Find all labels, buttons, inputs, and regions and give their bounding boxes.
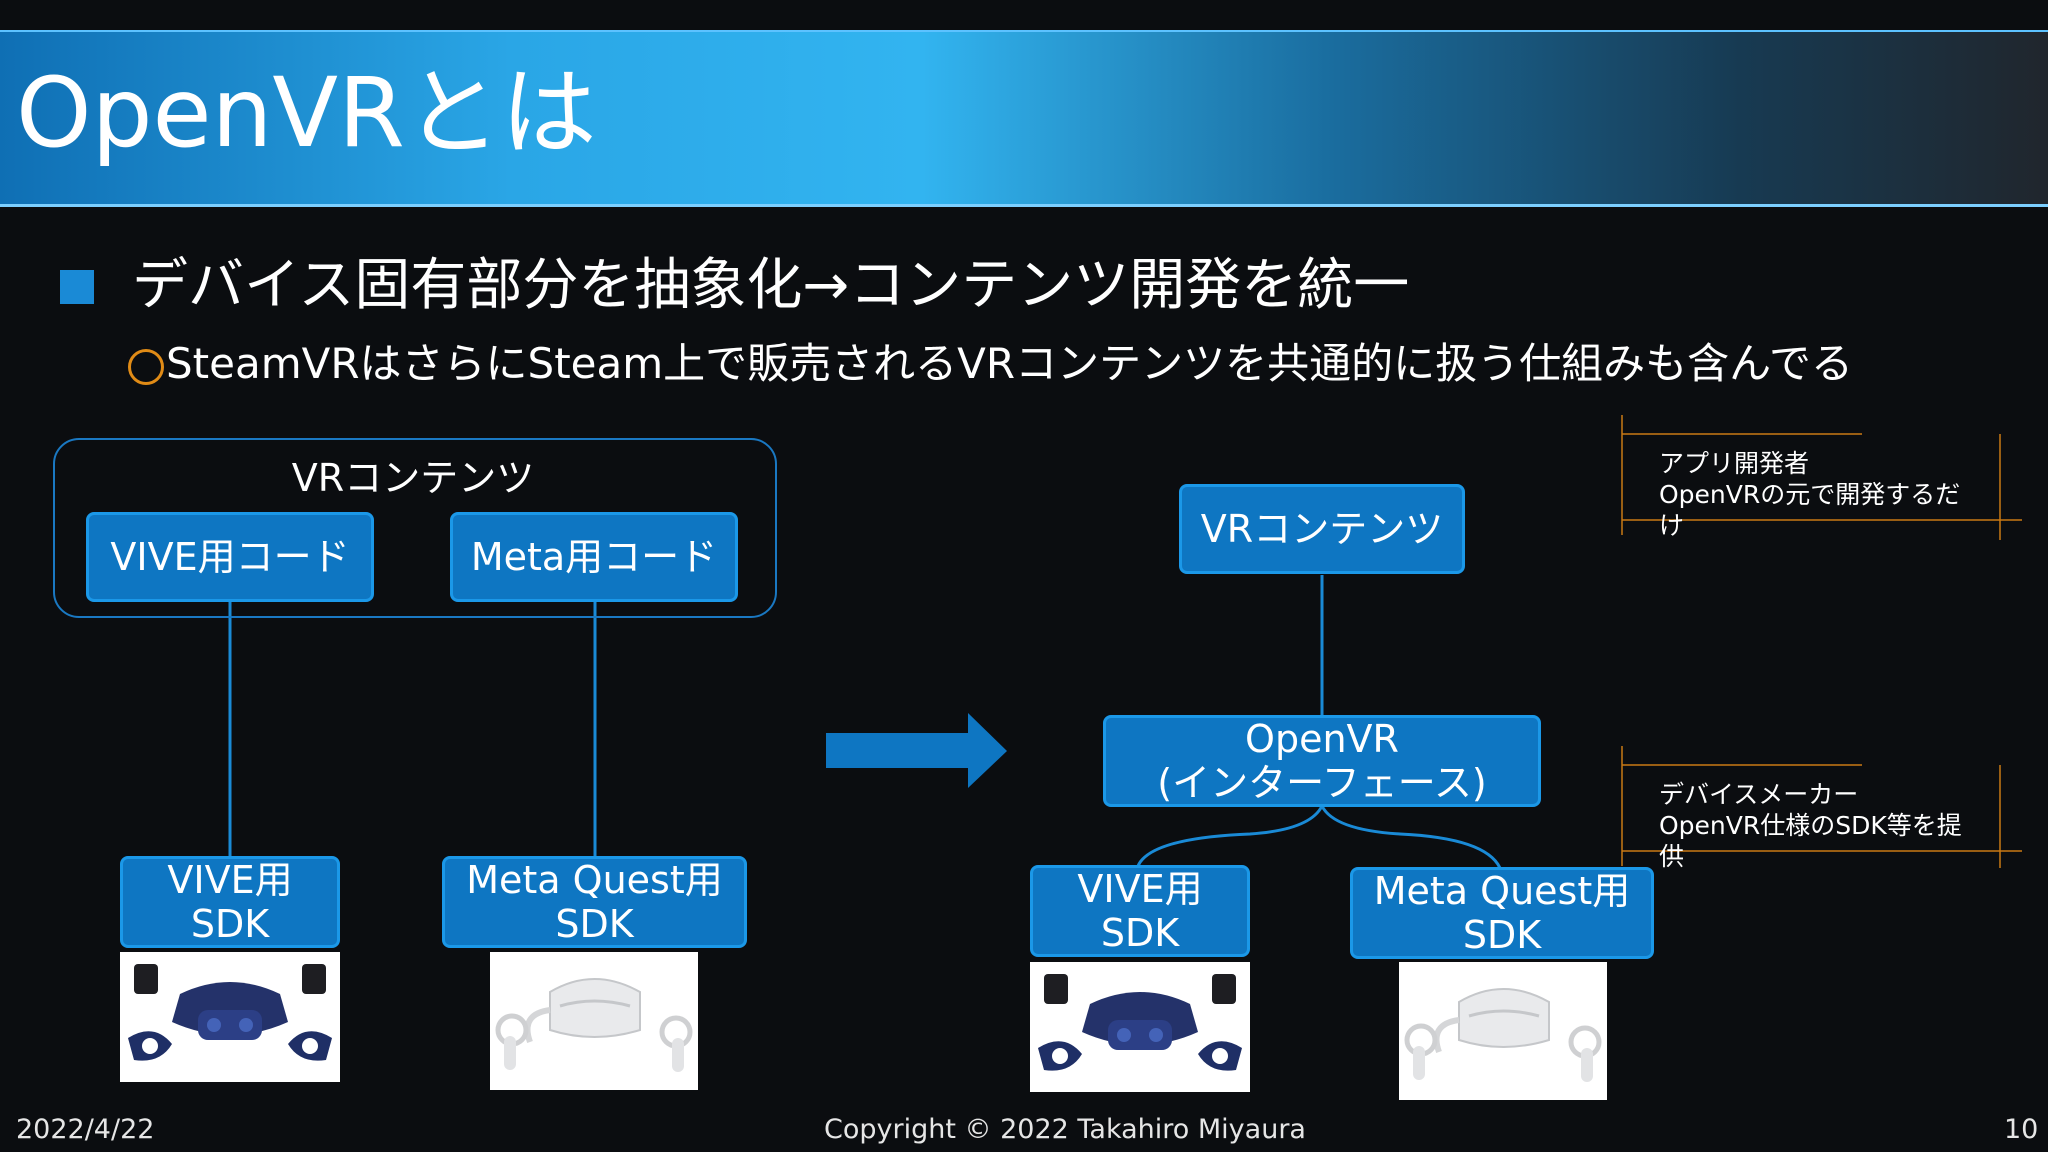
right-quest-headset-image bbox=[1399, 962, 1607, 1100]
meta-code-box: Meta用コード bbox=[450, 512, 738, 602]
right-vr-content-box: VRコンテンツ bbox=[1179, 484, 1465, 574]
slide-title: OpenVRとは bbox=[16, 57, 597, 169]
right-arrow-icon bbox=[826, 713, 1007, 788]
main-bullet-text: デバイス固有部分を抽象化→コンテンツ開発を統一 bbox=[132, 253, 1410, 318]
right-vive-sdk-box: VIVE用 SDK bbox=[1030, 865, 1250, 957]
footer-copyright: Copyright © 2022 Takahiro Miyaura bbox=[824, 1114, 1306, 1145]
bullet-square-icon bbox=[60, 270, 94, 304]
device-maker-note: デバイスメーカー OpenVR仕様のSDK等を提 供 bbox=[1659, 780, 1962, 871]
vr-content-group-frame bbox=[53, 438, 777, 618]
right-meta-connector bbox=[1320, 805, 1502, 869]
circle-bullet-icon bbox=[128, 349, 164, 385]
vive-headset-image bbox=[120, 952, 340, 1082]
right-vive-connector bbox=[1136, 805, 1324, 867]
note-bracket-app bbox=[1621, 415, 2022, 540]
openvr-interface-box: OpenVR (インターフェース) bbox=[1103, 715, 1541, 807]
vive-code-box: VIVE用コード bbox=[86, 512, 374, 602]
left-meta-sdk-box: Meta Quest用 SDK bbox=[442, 856, 747, 948]
note-bracket-device bbox=[1621, 746, 2022, 868]
quest-headset-image bbox=[490, 952, 698, 1090]
sub-bullet-text: SteamVRはさらにSteam上で販売されるVRコンテンツを共通的に扱う仕組み… bbox=[166, 339, 1853, 388]
right-meta-sdk-box: Meta Quest用 SDK bbox=[1350, 867, 1654, 959]
right-vive-headset-image bbox=[1030, 962, 1250, 1092]
left-vive-sdk-box: VIVE用 SDK bbox=[120, 856, 340, 948]
vr-content-group-label: VRコンテンツ bbox=[291, 456, 535, 500]
app-developer-note: アプリ開発者 OpenVRの元で開発するだ け bbox=[1659, 449, 1961, 540]
footer-date: 2022/4/22 bbox=[16, 1114, 155, 1145]
footer-page-number: 10 bbox=[2004, 1114, 2039, 1145]
title-bar bbox=[0, 30, 2048, 207]
